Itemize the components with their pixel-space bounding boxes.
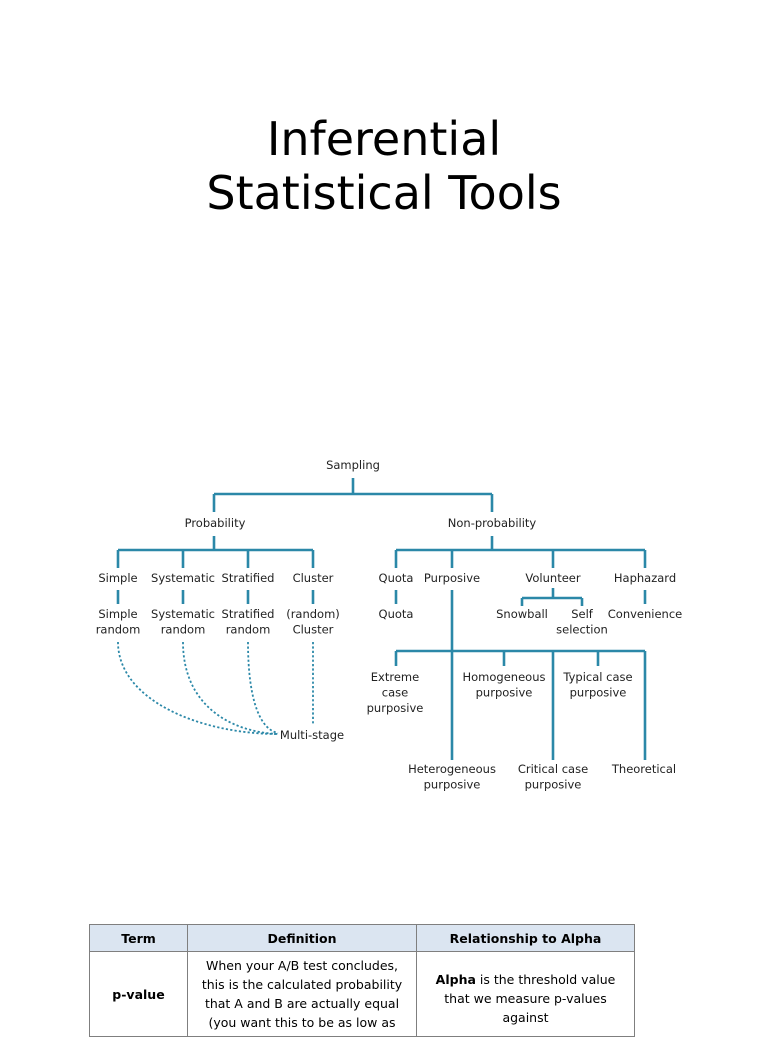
title-line-2: Statistical Tools (206, 166, 562, 220)
title-line-1: Inferential (266, 112, 502, 166)
term-cell: p-value (89, 951, 188, 1037)
page-title: Inferential Statistical Tools (0, 112, 768, 220)
node-non-probability: Non-probability (448, 516, 537, 530)
node-theoretical: Theoretical (611, 762, 676, 776)
node-probability: Probability (185, 516, 246, 530)
node-quota-method: Quota (379, 607, 414, 621)
node-prob-type-systematic: Systematic (151, 571, 215, 585)
node-convenience: Convenience (608, 607, 682, 621)
dotted-simple-multistage (117, 641, 279, 735)
node-multi-stage: Multi-stage (280, 728, 344, 742)
relationship-text: is the threshold value that we measure p… (444, 972, 616, 1025)
terms-table: Term Definition Relationship to Alpha p-… (89, 924, 635, 1037)
node-sampling: Sampling (326, 458, 380, 472)
node-snowball: Snowball (496, 607, 548, 621)
node-purposive: Purposive (424, 571, 480, 585)
relationship-cell: Alpha is the threshold value that we mea… (416, 951, 635, 1037)
table-header-row: Term Definition Relationship to Alpha (89, 924, 635, 952)
definition-line: When your A/B test concludes, (205, 958, 399, 973)
column-header-relationship: Relationship to Alpha (416, 924, 635, 952)
dotted-stratified-multistage (247, 641, 279, 734)
column-header-term: Term (89, 924, 188, 952)
node-prob-type-simple: Simple (98, 571, 137, 585)
definition-line: this is the calculated probability (201, 977, 403, 992)
node-prob-type-cluster: Cluster (293, 571, 334, 585)
definition-line: (you want this to be as low as (208, 1015, 396, 1030)
node-prob-method: (random)Cluster (286, 607, 340, 637)
node-volunteer: Volunteer (525, 571, 580, 585)
dotted-systematic-multistage (182, 641, 279, 735)
node-quota: Quota (379, 571, 414, 585)
alpha-term: Alpha (435, 972, 476, 987)
definition-line: that A and B are actually equal (204, 996, 400, 1011)
node-prob-type-stratified: Stratified (222, 571, 275, 585)
node-haphazard: Haphazard (614, 571, 676, 585)
column-header-definition: Definition (187, 924, 417, 952)
